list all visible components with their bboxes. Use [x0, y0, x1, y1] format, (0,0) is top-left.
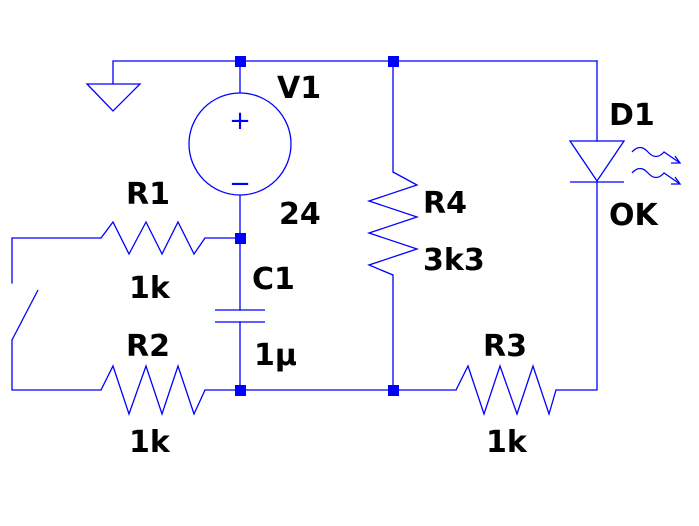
r3-right-wire [555, 181, 598, 391]
ground-symbol [85, 83, 142, 112]
capacitor-c1 [215, 309, 265, 323]
v1-minus-sign: − [229, 169, 251, 199]
junction-node [388, 385, 399, 396]
light-emission-arrows-icon [631, 146, 682, 185]
junction-node [235, 233, 246, 244]
component-labels: V1 24 R1 1k R2 1k R3 1k R4 3k3 C1 1μ D1 … [126, 71, 660, 460]
switch [11, 289, 39, 341]
resistor-r2 [100, 363, 206, 417]
led-d1 [568, 140, 682, 185]
v1-value-label: 24 [279, 197, 321, 232]
d1-name-label: D1 [609, 98, 655, 133]
v1-circle [188, 92, 292, 196]
c1-value-label: 1μ [254, 338, 297, 373]
r2-name-label: R2 [126, 329, 170, 364]
junction-node [235, 56, 246, 67]
resistor-r3 [455, 363, 557, 417]
voltage-source-v1: + − [188, 92, 292, 199]
switch-bottom-wire [11, 339, 102, 391]
r1-value-label: 1k [129, 271, 171, 306]
r3-value-label: 1k [486, 425, 528, 460]
junction-nodes [235, 56, 399, 396]
resistor-r4 [366, 171, 420, 276]
r2-value-label: 1k [129, 425, 171, 460]
wires [11, 60, 598, 391]
junction-node [388, 56, 399, 67]
junction-node [235, 385, 246, 396]
v1-plus-sign: + [229, 106, 251, 136]
r4-value-label: 3k3 [423, 243, 485, 278]
ground-wire [112, 60, 241, 85]
r3-name-label: R3 [483, 329, 527, 364]
c1-name-label: C1 [252, 262, 295, 297]
r4-name-label: R4 [423, 186, 467, 221]
resistor-r1 [100, 220, 206, 256]
r1-name-label: R1 [126, 177, 170, 212]
v1-name-label: V1 [277, 71, 321, 106]
switch-top-wire [11, 237, 102, 284]
d1-value-label: OK [609, 198, 660, 233]
d1-triangle [568, 140, 626, 183]
